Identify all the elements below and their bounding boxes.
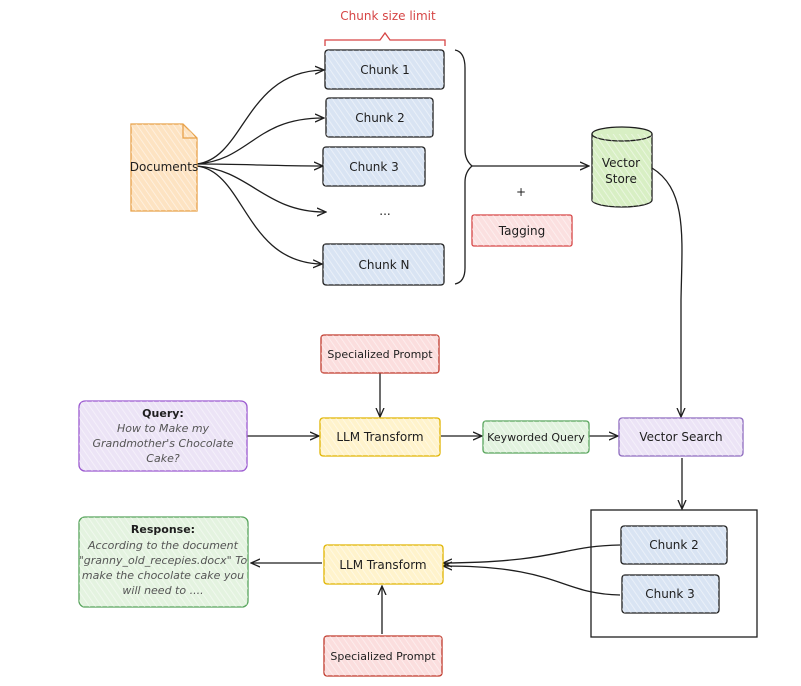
result-chunk-3: Chunk 3 [621, 574, 720, 614]
result-chunk-2-label: Chunk 2 [649, 538, 699, 552]
chunk-ellipsis: ... [379, 204, 390, 218]
vector-store: Vector Store [591, 126, 653, 208]
llm-transform-top-label: LLM Transform [336, 430, 423, 444]
arrow-documents-to-chunk-3 [196, 164, 322, 166]
vector-store-label-line-1: Vector [602, 156, 640, 170]
response-title: Response: [131, 523, 195, 536]
tagging-label: Tagging [498, 224, 546, 238]
response-text-line-3: make the chocolate cake you [82, 569, 244, 582]
chunk-2: Chunk 2 [325, 97, 434, 138]
documents-node: Documents [130, 123, 198, 212]
chunk-n-label: Chunk N [359, 258, 410, 272]
response-text-line-1: According to the document [87, 539, 239, 552]
result-chunk-3-label: Chunk 3 [645, 587, 695, 601]
query-title: Query: [142, 407, 184, 420]
plus-sign: + [516, 185, 526, 199]
search-results-frame [590, 509, 758, 638]
query-text-line-2: Grandmother's Chocolate [92, 437, 233, 450]
documents-label: Documents [130, 160, 198, 174]
chunk-3-label: Chunk 3 [349, 160, 399, 174]
arrow-documents-to-ellipsis [196, 165, 325, 212]
keyworded-query-label: Keyworded Query [487, 431, 585, 444]
arrow-documents-to-chunk-n [196, 165, 321, 264]
chunk-2-label: Chunk 2 [355, 111, 405, 125]
query-text-line-3: Cake? [146, 452, 180, 465]
specialized-prompt-top-label: Specialized Prompt [327, 348, 433, 361]
size-limit-brace [324, 31, 446, 46]
specialized-prompt-top: Specialized Prompt [320, 334, 440, 374]
vector-search-label: Vector Search [639, 430, 722, 444]
arrow-documents-to-chunk-2 [196, 118, 323, 165]
llm-transform-top: LLM Transform [319, 417, 441, 457]
vector-store-label-line-2: Store [605, 172, 637, 186]
chunk-1: Chunk 1 [324, 49, 445, 90]
llm-transform-bottom: LLM Transform [323, 544, 444, 585]
query-box: Query: How to Make my Grandmother's Choc… [78, 400, 248, 472]
chunk-size-limit-label: Chunk size limit [340, 9, 436, 23]
keyworded-query: Keyworded Query [482, 420, 590, 454]
specialized-prompt-bottom-label: Specialized Prompt [330, 650, 436, 663]
query-text-line-1: How to Make my [117, 422, 210, 435]
arrow-chunk3-to-llm-bottom [444, 566, 621, 596]
llm-transform-bottom-label: LLM Transform [339, 558, 426, 572]
chunk-3: Chunk 3 [322, 146, 426, 187]
arrow-chunk2-to-llm-bottom [444, 544, 621, 563]
chunk-n: Chunk N [322, 243, 445, 286]
specialized-prompt-bottom: Specialized Prompt [323, 635, 443, 677]
vector-search: Vector Search [618, 417, 744, 457]
response-box: Response: According to the document "gra… [78, 516, 249, 608]
tagging-box: Tagging [471, 214, 573, 247]
chunk-1-label: Chunk 1 [360, 63, 410, 77]
arrow-documents-to-chunk-1 [196, 70, 323, 165]
connectors [196, 31, 682, 634]
response-text-line-2: "granny_old_recepies.docx" To [79, 554, 248, 567]
result-chunk-2: Chunk 2 [620, 525, 728, 565]
chunks-bracket [454, 49, 473, 285]
response-text-line-4: will need to .... [122, 584, 203, 597]
arrow-vector-store-to-search [651, 167, 682, 416]
